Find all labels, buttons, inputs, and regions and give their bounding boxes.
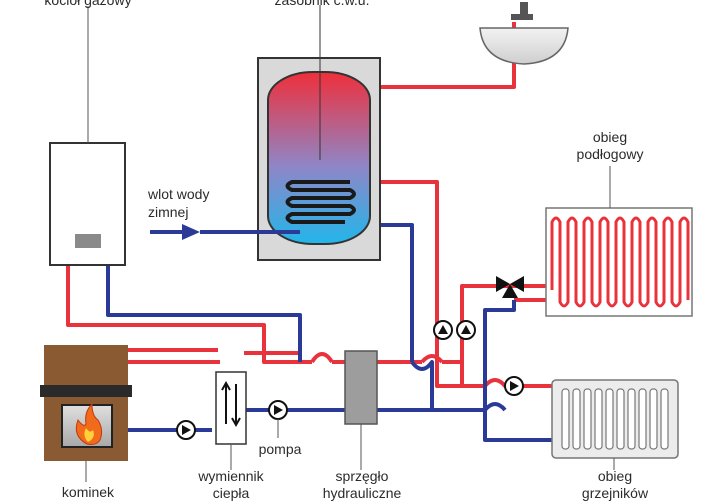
radiator-circuit-label-line1: obieg	[597, 468, 633, 484]
pump-icon	[456, 320, 476, 340]
exchange-arrows-icon	[221, 380, 241, 428]
cold-inlet-arrow	[150, 224, 300, 240]
pump-icon	[433, 320, 453, 340]
faucet-icon	[520, 2, 528, 18]
coupling-label-line1: sprzęgło	[335, 468, 389, 484]
cold-inlet-label-line2: zimnej	[148, 204, 189, 220]
three-way-valve-icon	[496, 276, 524, 298]
pump-icon	[504, 376, 524, 396]
pump-icon	[176, 420, 196, 440]
gas-boiler	[49, 6, 126, 266]
pump-icon	[268, 400, 288, 438]
boiler-display	[75, 234, 101, 248]
floor-circuit-label-line2: podłogowy	[576, 146, 644, 162]
radiator-circuit-label-line2: grzejników	[581, 485, 649, 501]
sink	[479, 2, 569, 65]
fireplace-label: kominek	[61, 484, 115, 500]
hydraulic-coupling	[344, 350, 378, 470]
fireplace	[40, 345, 132, 482]
cold-inlet-label-line1: wlot wody	[148, 186, 210, 202]
boiler-label: kocioł gazowy	[44, 0, 132, 8]
pumps	[176, 320, 524, 440]
heat-exchanger	[215, 371, 247, 470]
tank-label: zasobnik c.w.u.	[274, 0, 370, 8]
radiator	[551, 379, 679, 470]
exchanger-label-line1: wymiennik	[198, 468, 264, 484]
tank-coil	[285, 180, 356, 224]
hot-water-tank	[257, 5, 381, 261]
floor-heating-panel	[545, 166, 693, 317]
pump-label: pompa	[258, 441, 302, 457]
floor-circuit-label-line1: obieg	[592, 129, 628, 145]
radiator-fins	[561, 388, 669, 450]
coupling-label-line2: hydrauliczne	[322, 485, 402, 501]
floor-heating-loops	[550, 216, 690, 308]
flame-icon	[75, 402, 103, 445]
exchanger-label-line2: ciepła	[212, 485, 250, 501]
